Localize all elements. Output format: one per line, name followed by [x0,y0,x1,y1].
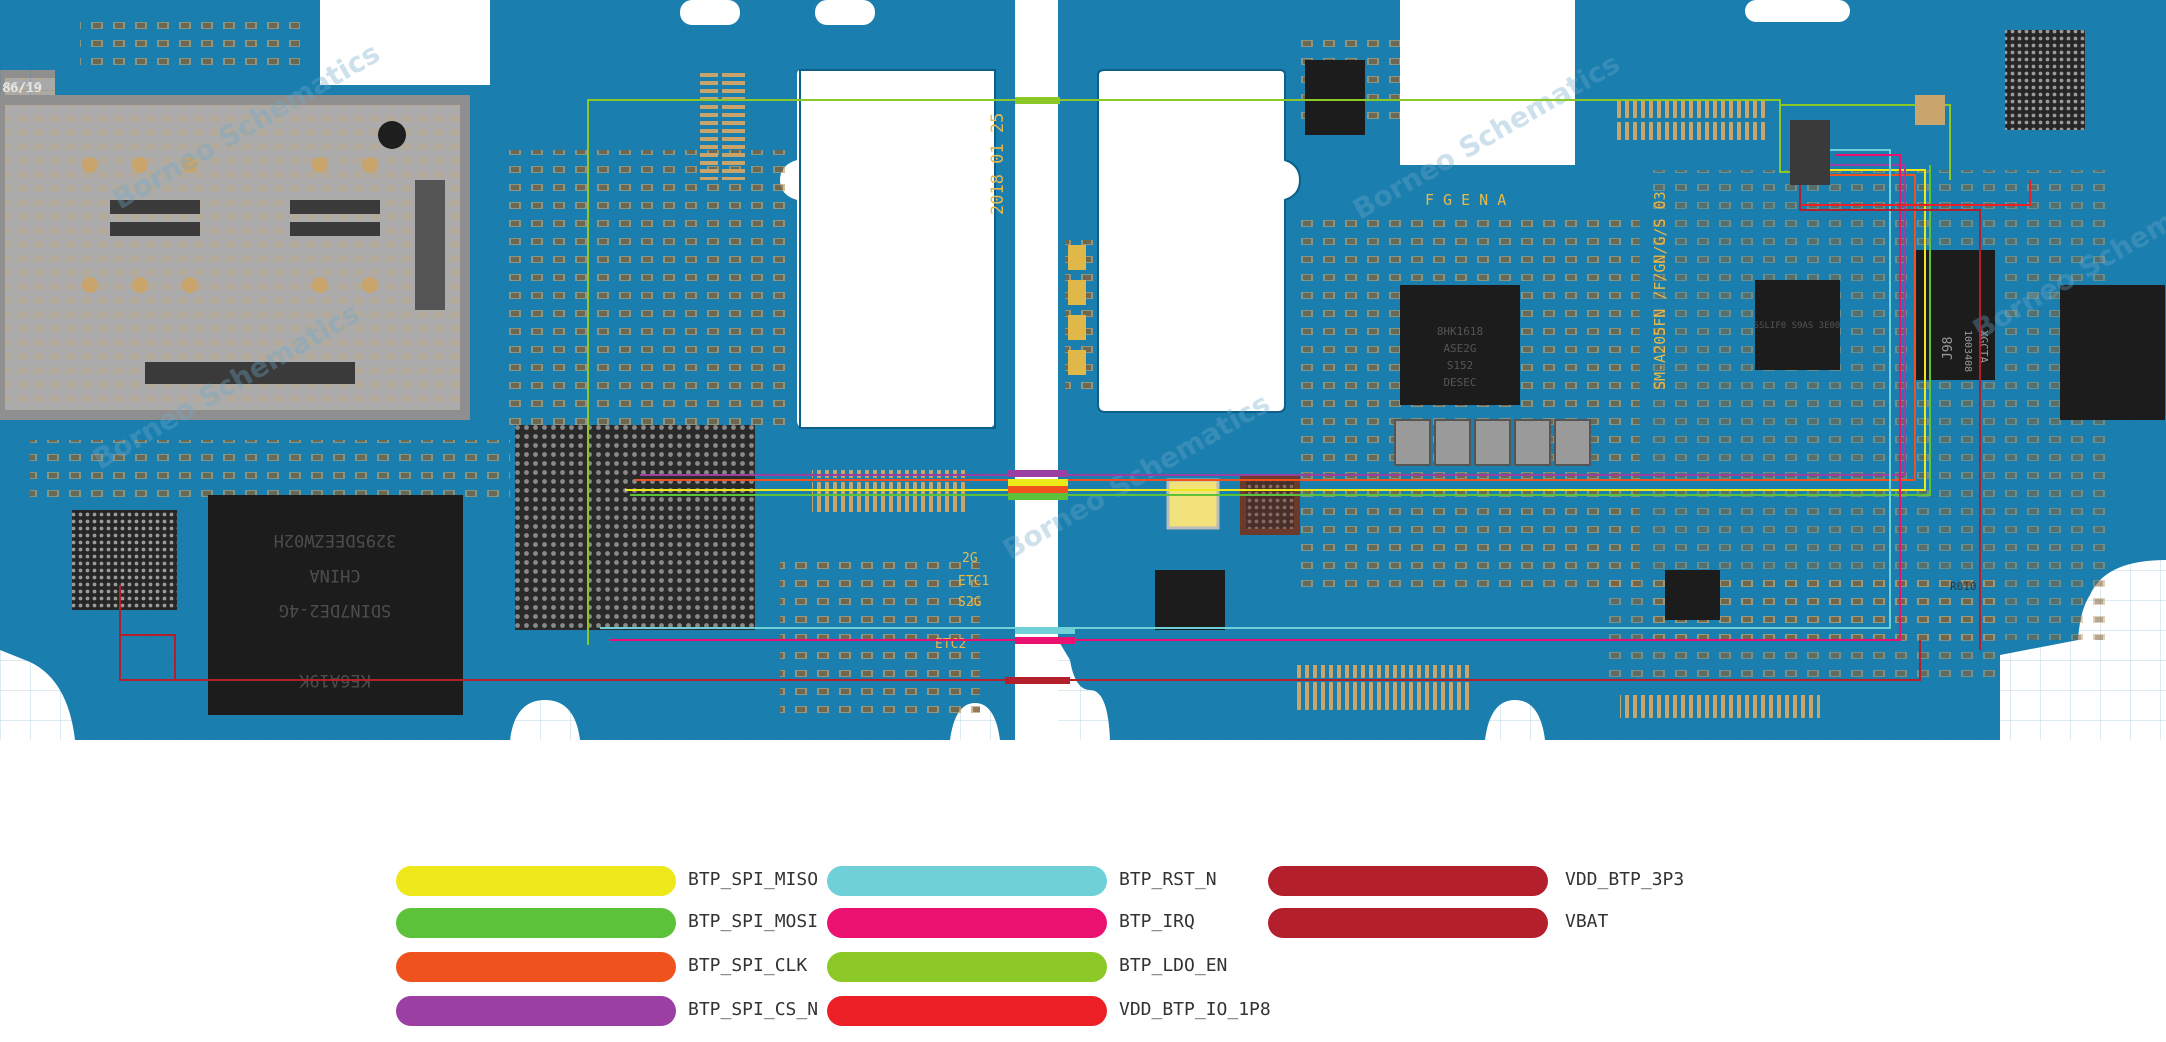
legend-swatch [827,996,1107,1026]
legend-label: VDD_BTP_IO_1P8 [1119,999,1271,1020]
svg-text:J98: J98 [1941,337,1956,360]
fingerprint-connector [1790,120,1830,185]
trace-btp-irq [610,154,1901,641]
legend-swatch [1268,908,1548,938]
connector-right-top [1615,100,1765,140]
legend-label: BTP_LDO_EN [1119,955,1228,976]
connector-bottom-right [1620,695,1820,720]
r010-label: R010 [1950,580,1977,593]
left-board-cutout [780,69,996,429]
trace-btp-ldo-en [587,99,1951,645]
inductor-bank [1394,419,1591,466]
legend-swatch [827,866,1107,896]
legend-label: BTP_SPI_CLK [688,955,808,976]
sensor-chip-right [1755,280,1840,370]
pmic-chip: 8HK1618 ASE2G S152 DESEC [1400,285,1520,405]
sensor-chip-text: SSLIF0 S9AS 3E00 [1754,321,1841,331]
legend-swatch [1268,866,1548,896]
trace-btp-spi-cs-n [640,164,1906,476]
sim-tray [0,95,470,420]
svg-text:S152: S152 [1447,359,1474,372]
date-text: 2018 01 25 [988,113,1008,215]
model-marking: SM-A205FN /F/GN/G/S 03 [1651,191,1669,390]
trace-vdd-btp-io-1p8 [1800,180,2031,206]
svg-text:ASE2G: ASE2G [1443,342,1476,355]
legend-label: BTP_SPI_MISO [688,869,819,890]
soc-chip [515,425,755,630]
chip-far-right [2060,285,2165,420]
trace-btp-spi-clk [635,174,1916,481]
small-bga-chip-left [72,510,177,610]
legend-label: BTP_IRQ [1119,911,1195,932]
legend-swatch [827,952,1107,982]
svg-text:SDIN7DE2-4G: SDIN7DE2-4G [279,600,392,620]
label-2g-text: 2G [962,551,978,566]
legend-label: VBAT [1565,911,1609,932]
legend-label: VDD_BTP_3P3 [1565,869,1685,890]
legend-swatch [827,908,1107,938]
svg-text:1003408: 1003408 [1962,330,1973,372]
legend-label: BTP_SPI_MOSI [688,911,819,932]
chip-bottom-center [1155,570,1225,630]
trace-btp-rst-n [600,149,1891,629]
chip-top-right [1305,60,1365,135]
chip-j98: J98 XGCTA 1003408 [1915,250,1995,380]
legend-swatch [396,866,676,896]
fingerprint-pads [1915,95,1945,125]
legend-swatch [396,952,676,982]
chip-bottom-right [1665,570,1720,620]
connector-left-top [700,70,745,180]
flash-led [1166,478,1220,530]
label-s2g-text: S2G [958,595,982,610]
label-etc1-text: ETC1 [958,574,989,589]
legend-label: BTP_RST_N [1119,869,1217,890]
emmc-chip: 3295DEEZW02H CHINA SDIN7DE2-4G KE6A19K [208,495,463,715]
right-board-cutout [1097,69,1302,413]
legend-swatch [396,996,676,1026]
svg-text:CHINA: CHINA [309,565,360,585]
letters-marking: F G E N A [1425,191,1506,209]
b2b-connector-bottom [1295,665,1470,710]
legend-swatch [396,908,676,938]
net-tags [1005,97,1075,684]
legend-label: BTP_SPI_CS_N [688,999,819,1020]
camera-pads [1068,245,1086,375]
trace-vdd-btp-3p3 [1799,180,1981,650]
svg-text:DESEC: DESEC [1443,376,1476,389]
svg-text:3295DEEZW02H: 3295DEEZW02H [274,530,397,550]
bga-chip-top-right [2005,30,2085,130]
corner-marking: 86/19 [3,81,42,96]
svg-text:8HK1618: 8HK1618 [1437,325,1483,338]
pcb-board-diagram: 86/19 3295DEEZW02H CHINA SDIN7DE2-4G KE6… [0,0,2166,740]
